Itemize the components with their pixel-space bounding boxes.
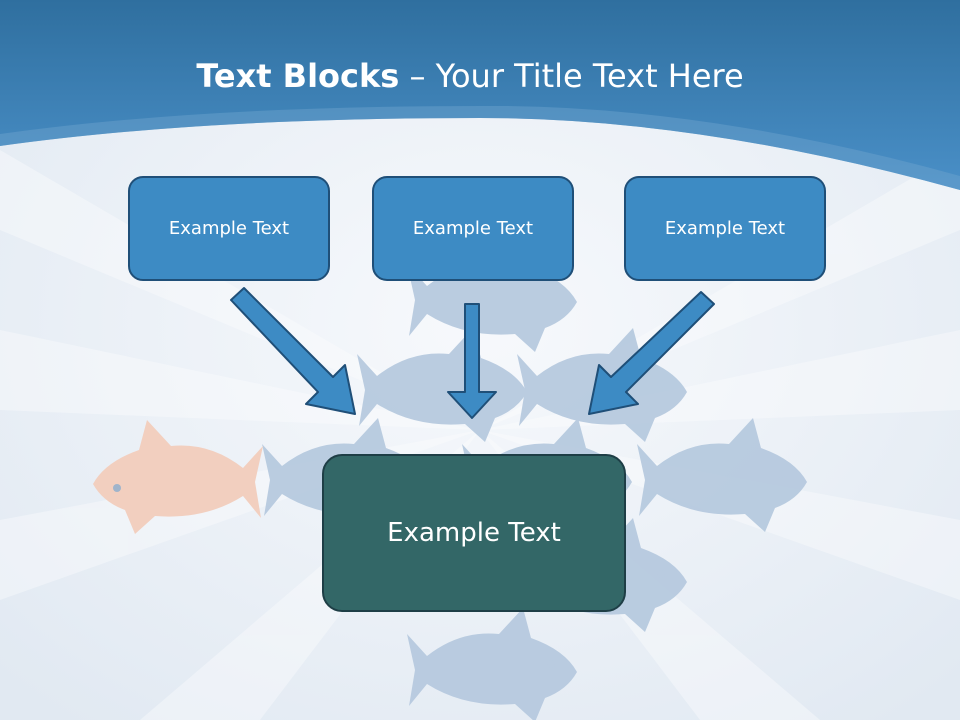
arrow-right — [588, 291, 715, 415]
arrow-center — [447, 303, 497, 419]
text-block-1[interactable]: Example Text — [128, 176, 330, 281]
arrow-left — [230, 287, 356, 415]
text-block-2-label: Example Text — [412, 218, 534, 239]
text-block-3[interactable]: Example Text — [624, 176, 826, 281]
title-rest: Your Title Text Here — [435, 57, 744, 95]
text-block-1-label: Example Text — [168, 218, 290, 239]
result-block[interactable]: Example Text — [322, 454, 626, 612]
text-block-2[interactable]: Example Text — [372, 176, 574, 281]
page-title: Text Blocks – Your Title Text Here — [0, 54, 940, 98]
result-block-label: Example Text — [387, 518, 561, 548]
title-bold: Text Blocks — [196, 57, 400, 95]
title-dash: – — [399, 57, 436, 95]
text-block-3-label: Example Text — [664, 218, 786, 239]
